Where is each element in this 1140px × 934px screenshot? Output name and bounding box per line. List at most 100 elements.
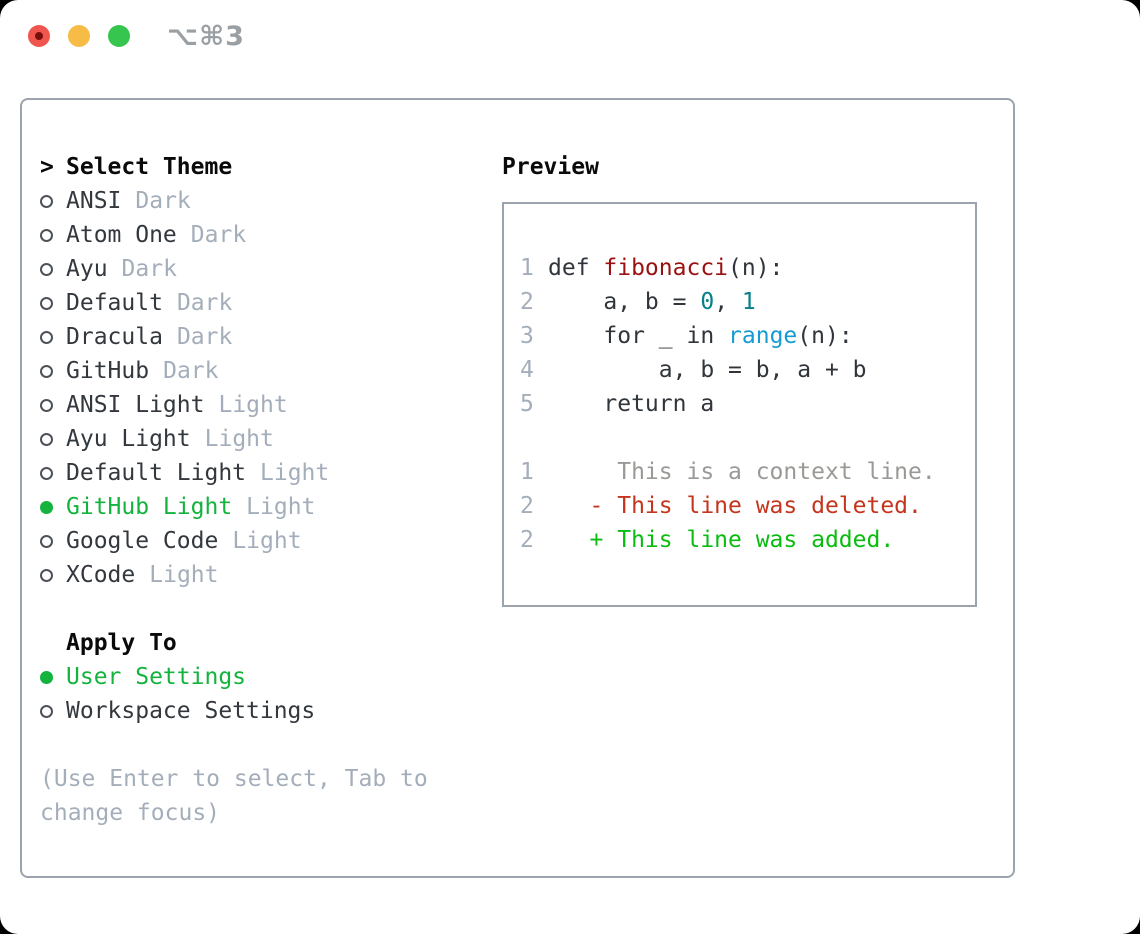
option-label: Ayu Light (66, 426, 191, 452)
line-number: 2 (520, 527, 534, 553)
option-label: Atom One (66, 222, 177, 248)
radio-dot-icon (40, 466, 53, 480)
radio-dot-icon (40, 568, 53, 582)
titlebar: ⌥⌘3 (0, 0, 1140, 72)
prompt-icon: > (40, 154, 54, 180)
line-number: 2 (520, 289, 534, 315)
close-button[interactable] (28, 25, 50, 47)
theme-option-atom-one[interactable]: Atom One Dark (40, 218, 490, 252)
theme-variant-label: Light (260, 460, 330, 486)
radio-dot-icon (40, 704, 53, 718)
radio-dot-icon (40, 534, 53, 548)
option-label: Workspace Settings (66, 698, 316, 724)
diff-line-deleted: 2 - This line was deleted. (520, 489, 975, 523)
option-label: Ayu (66, 256, 108, 282)
apply-option-user-settings[interactable]: User Settings (40, 660, 490, 694)
radio-unselected-icon (40, 228, 66, 242)
line-number: 1 (520, 255, 534, 281)
radio-unselected-icon (40, 194, 66, 208)
zoom-button[interactable] (108, 25, 130, 47)
radio-dot-icon (40, 432, 53, 446)
option-label: ANSI Light (66, 392, 205, 418)
radio-unselected-icon (40, 534, 66, 548)
apply-to-title: Apply To (66, 630, 177, 656)
theme-option-github[interactable]: GitHub Dark (40, 354, 490, 388)
theme-variant-label: Light (246, 494, 316, 520)
diff-line-context: 1 This is a context line. (520, 455, 975, 489)
radio-dot-icon (40, 330, 53, 344)
select-theme-title: Select Theme (66, 154, 233, 180)
radio-unselected-icon (40, 296, 66, 310)
line-number: 5 (520, 391, 534, 417)
radio-dot-icon (40, 194, 53, 208)
diff-text: + This line was added. (548, 527, 895, 553)
code-line: 5 return a (520, 387, 975, 421)
theme-option-ayu-light[interactable]: Ayu Light Light (40, 422, 490, 456)
minimize-button[interactable] (68, 25, 90, 47)
radio-unselected-icon (40, 568, 66, 582)
theme-option-dracula[interactable]: Dracula Dark (40, 320, 490, 354)
option-label: GitHub (66, 358, 150, 384)
theme-variant-label: Light (232, 528, 302, 554)
option-label: Dracula (66, 324, 163, 350)
radio-unselected-icon (40, 432, 66, 446)
radio-unselected-icon (40, 262, 66, 276)
apply-option-workspace-settings[interactable]: Workspace Settings (40, 694, 490, 728)
diff-line-added: 2 + This line was added. (520, 523, 975, 557)
diff-text: - This line was deleted. (548, 493, 922, 519)
theme-variant-label: Dark (163, 358, 219, 384)
line-number: 1 (520, 459, 534, 485)
option-label: Google Code (66, 528, 219, 554)
preview-title: Preview (502, 154, 599, 180)
theme-option-default[interactable]: Default Dark (40, 286, 490, 320)
close-modified-dot-icon (35, 32, 43, 40)
code-text: a, b = b, a + b (548, 357, 867, 383)
line-number: 2 (520, 493, 534, 519)
theme-variant-label: Dark (190, 222, 247, 248)
radio-unselected-icon (40, 330, 66, 344)
radio-unselected-icon (40, 704, 66, 718)
line-number: 4 (520, 357, 534, 383)
radio-dot-icon (40, 500, 53, 514)
theme-variant-label: Dark (135, 188, 191, 214)
help-text-line-2: change focus) (40, 800, 221, 826)
option-label: GitHub Light (66, 494, 233, 520)
theme-variant-label: Dark (176, 290, 233, 316)
theme-option-github-light[interactable]: GitHub Light Light (40, 490, 490, 524)
preview-header: Preview (502, 150, 997, 184)
code-line: 2 a, b = 0, 1 (520, 285, 975, 319)
theme-variant-label: Light (204, 426, 274, 452)
spacer (40, 592, 490, 626)
radio-unselected-icon (40, 398, 66, 412)
option-label: ANSI (66, 188, 122, 214)
window-shortcut-label: ⌥⌘3 (167, 21, 245, 52)
theme-option-google-code[interactable]: Google Code Light (40, 524, 490, 558)
help-text-line-1: (Use Enter to select, Tab to (40, 766, 428, 792)
radio-dot-icon (40, 398, 53, 412)
theme-variant-label: Dark (176, 324, 233, 350)
option-label: XCode (66, 562, 136, 588)
apply-to-header: Apply To (40, 626, 490, 660)
theme-variant-label: Light (218, 392, 288, 418)
radio-unselected-icon (40, 364, 66, 378)
code-line: 4 a, b = b, a + b (520, 353, 975, 387)
line-number: 3 (520, 323, 534, 349)
radio-dot-icon (40, 262, 53, 276)
radio-selected-icon (40, 670, 66, 684)
spacer (520, 421, 975, 455)
theme-option-ansi[interactable]: ANSI Dark (40, 184, 490, 218)
code-text: a, b = 0, 1 (548, 289, 756, 315)
radio-dot-icon (40, 670, 53, 684)
theme-option-ansi-light[interactable]: ANSI Light Light (40, 388, 490, 422)
option-label: Default (66, 290, 163, 316)
radio-dot-icon (40, 228, 53, 242)
spacer (40, 728, 490, 762)
